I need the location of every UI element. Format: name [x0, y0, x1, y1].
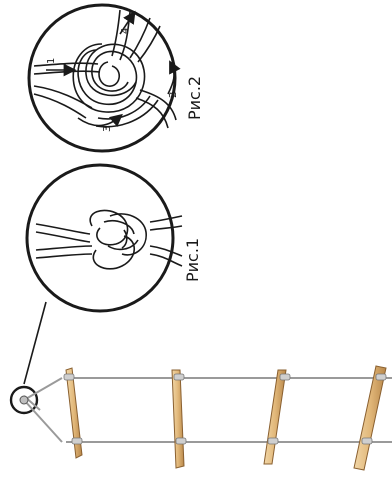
rung — [354, 366, 386, 470]
ladder-rungs — [64, 366, 386, 470]
figure-1: Рис.1 — [27, 165, 202, 311]
figure-2-label: Рис.2 — [185, 76, 204, 120]
anchor-knot — [20, 396, 28, 404]
rung — [264, 370, 290, 464]
figure-1-circle — [27, 165, 173, 311]
rung — [64, 368, 82, 458]
figure-2: 1 2 3 4 Рис.2 — [29, 5, 204, 151]
step-1-label: 1 — [46, 58, 57, 64]
step-4-label: 4 — [120, 28, 131, 34]
rung — [172, 370, 186, 468]
rope-ladder — [20, 366, 392, 470]
step-3-label: 3 — [102, 126, 113, 132]
figure-1-label: Рис.1 — [183, 238, 202, 282]
step-2-label: 2 — [168, 92, 179, 98]
